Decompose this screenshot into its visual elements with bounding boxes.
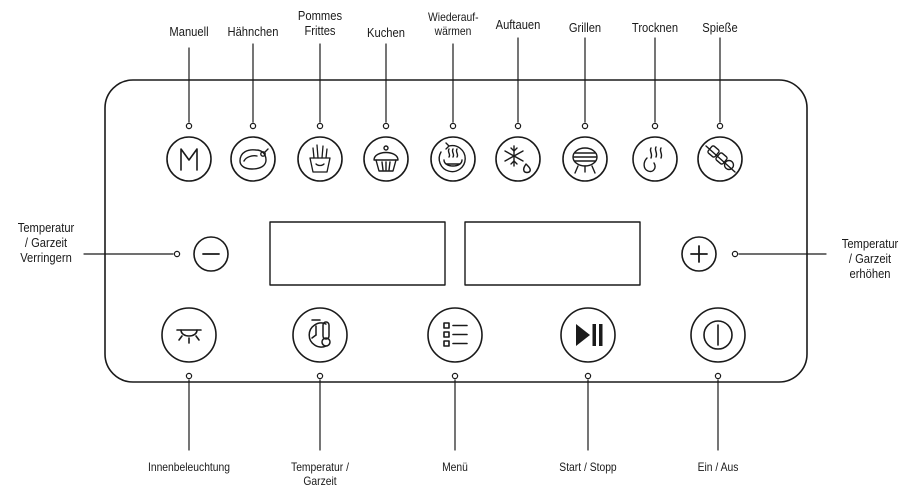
side-leaders: [83, 250, 827, 258]
bottom-leaders: [185, 372, 722, 451]
menu-list-icon: [443, 322, 468, 347]
label-spiesse: Spieße: [702, 20, 738, 35]
button-spiesse[interactable]: [697, 136, 743, 182]
label-ein-aus: Ein / Aus: [697, 460, 739, 474]
button-wiederaufwaermen[interactable]: [430, 136, 476, 182]
display-left: [269, 221, 446, 286]
play-pause-icon: [576, 324, 603, 346]
label-haehnchen: Hähnchen: [227, 24, 279, 39]
button-decrease[interactable]: [193, 236, 229, 272]
button-ein-aus[interactable]: [690, 307, 746, 363]
button-innenbeleuchtung[interactable]: [161, 307, 217, 363]
plus-icon: [690, 245, 708, 263]
label-menue: Menü: [442, 460, 468, 474]
label-trocknen: Trocknen: [631, 20, 679, 35]
snowflake-icon: [504, 145, 531, 174]
button-increase[interactable]: [681, 236, 717, 272]
dehydrate-icon: [643, 146, 663, 173]
label-manuell: Manuell: [169, 24, 209, 39]
timer-thermometer-icon: [308, 319, 331, 348]
label-pommes-frittes: Pommes Frittes: [297, 8, 343, 38]
cupcake-icon: [373, 145, 399, 172]
button-auftauen[interactable]: [495, 136, 541, 182]
label-grillen: Grillen: [568, 20, 602, 35]
button-trocknen[interactable]: [632, 136, 678, 182]
skewer-icon: [705, 145, 736, 173]
reheat-icon: [438, 142, 466, 173]
button-temperatur-garzeit[interactable]: [292, 307, 348, 363]
button-manuell[interactable]: [166, 136, 212, 182]
button-pommes-frittes[interactable]: [297, 136, 343, 182]
label-kuchen: Kuchen: [367, 25, 405, 40]
power-icon: [703, 320, 733, 350]
control-panel-outline: [104, 79, 808, 383]
grill-icon: [572, 147, 598, 174]
label-wiederaufwaermen: Wiederauf- wärmen: [428, 10, 479, 38]
label-innenbeleuchtung: Innenbeleuchtung: [147, 460, 231, 474]
chicken-icon: [239, 148, 269, 170]
button-haehnchen[interactable]: [230, 136, 276, 182]
label-start-stopp: Start / Stopp: [559, 460, 617, 474]
button-kuchen[interactable]: [363, 136, 409, 182]
label-auftauen: Auftauen: [495, 17, 541, 32]
fries-icon: [309, 144, 331, 173]
top-leaders: [185, 37, 724, 130]
display-right: [464, 221, 641, 286]
label-temperatur-garzeit: Temperatur / Garzeit: [291, 460, 349, 488]
button-start-stopp[interactable]: [560, 307, 616, 363]
label-decrease: Temperatur / Garzeit Verringern: [17, 220, 75, 265]
manual-m-icon: [180, 148, 198, 171]
light-icon: [176, 329, 202, 344]
label-increase: Temperatur / Garzeit erhöhen: [841, 236, 899, 281]
button-grillen[interactable]: [562, 136, 608, 182]
button-menue[interactable]: [427, 307, 483, 363]
